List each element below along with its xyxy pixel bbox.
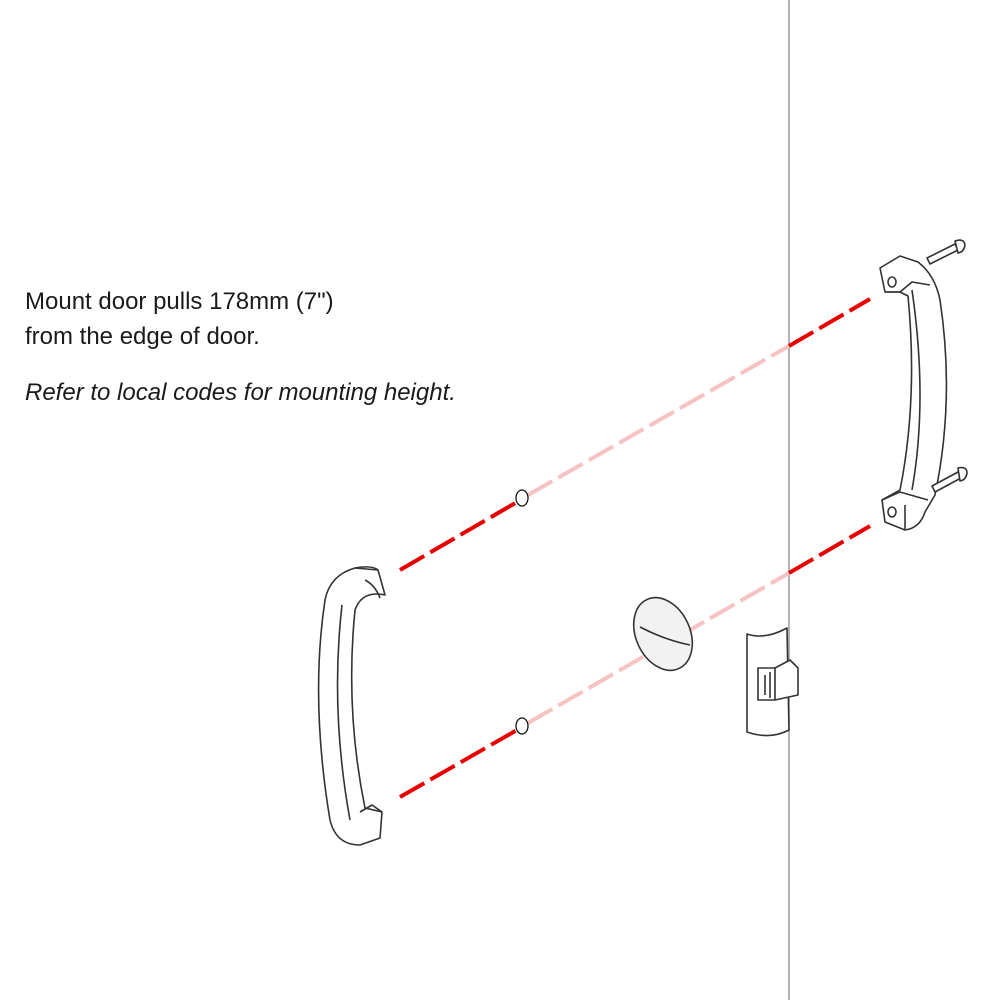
right-door-pull xyxy=(879,255,948,531)
left-door-pull xyxy=(317,566,386,846)
upper-guide-line xyxy=(398,297,872,572)
upper-hole-marker xyxy=(515,489,529,507)
instruction-line-1: Mount door pulls 178mm (7") xyxy=(25,288,334,315)
lower-hole-marker xyxy=(515,717,529,735)
screw-upper xyxy=(926,239,966,265)
lower-guide-line xyxy=(399,524,872,799)
latch-mechanism xyxy=(746,627,799,737)
mounting-height-note: Refer to local codes for mounting height… xyxy=(25,379,456,406)
instruction-line-2: from the edge of door. xyxy=(25,323,260,350)
screw-lower xyxy=(931,466,968,493)
cover-plate xyxy=(632,596,694,672)
